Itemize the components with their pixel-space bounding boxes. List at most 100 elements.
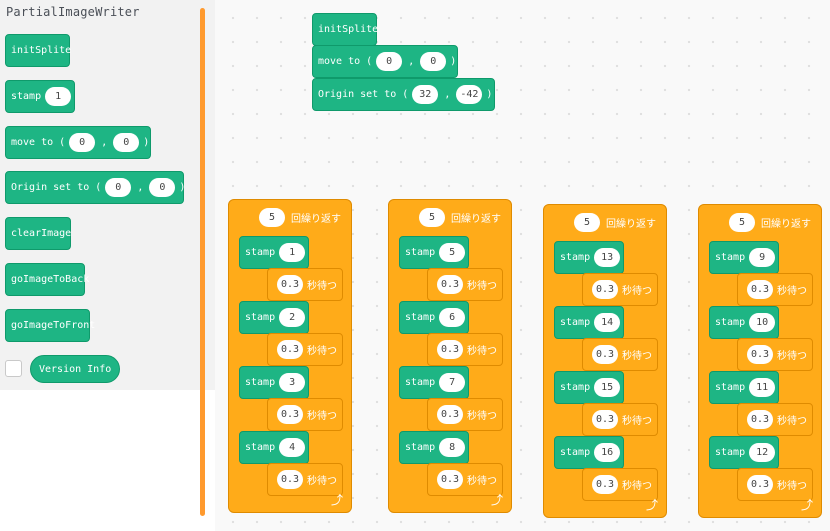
palette-init-block[interactable]: initSplite bbox=[5, 34, 71, 67]
wait-seconds-input[interactable]: 0.3 bbox=[747, 345, 773, 364]
repeat-count-input[interactable]: 5 bbox=[419, 208, 445, 227]
palette-stamp-block[interactable]: stamp 1 bbox=[5, 80, 75, 113]
workspace-init-block[interactable]: initSplite bbox=[312, 13, 378, 46]
repeat-count-input[interactable]: 5 bbox=[259, 208, 285, 227]
stamp-number-input[interactable]: 1 bbox=[45, 87, 72, 106]
wait-seconds-input[interactable]: 0.3 bbox=[437, 275, 463, 294]
stamp-number-input[interactable]: 9 bbox=[749, 248, 776, 267]
wait-block[interactable]: 0.3 秒待つ bbox=[427, 463, 503, 496]
palette-origin-block[interactable]: Origin set to ( 0 , 0 ) bbox=[5, 171, 185, 204]
workspace-origin-block[interactable]: Origin set to ( 32 , -42 ) bbox=[312, 78, 495, 111]
code-workspace[interactable]: initSplite move to ( 0 , 0 ) Origin set … bbox=[215, 0, 830, 531]
block-label: stamp bbox=[560, 382, 591, 393]
move-x-input[interactable]: 0 bbox=[69, 133, 96, 152]
version-info-block[interactable]: Version Info bbox=[30, 355, 121, 383]
repeat-count-input[interactable]: 5 bbox=[574, 213, 600, 232]
origin-x-input[interactable]: 32 bbox=[412, 85, 439, 104]
wait-seconds-input[interactable]: 0.3 bbox=[277, 405, 303, 424]
stamp-number-input[interactable]: 4 bbox=[279, 438, 306, 457]
workspace-move-to-block[interactable]: move to ( 0 , 0 ) bbox=[312, 45, 458, 78]
wait-seconds-input[interactable]: 0.3 bbox=[592, 410, 618, 429]
stamp-number-input[interactable]: 2 bbox=[279, 308, 306, 327]
wait-seconds-input[interactable]: 0.3 bbox=[747, 410, 773, 429]
wait-seconds-input[interactable]: 0.3 bbox=[747, 475, 773, 494]
wait-label: 秒待つ bbox=[777, 481, 807, 492]
stamp-number-input[interactable]: 1 bbox=[279, 243, 306, 262]
wait-seconds-input[interactable]: 0.3 bbox=[437, 470, 463, 489]
move-y-input[interactable]: 0 bbox=[420, 52, 447, 71]
stamp-number-input[interactable]: 15 bbox=[594, 378, 621, 397]
block-label: stamp bbox=[560, 252, 591, 263]
version-checkbox[interactable] bbox=[5, 360, 22, 377]
wait-seconds-input[interactable]: 0.3 bbox=[277, 275, 303, 294]
stamp-number-input[interactable]: 12 bbox=[749, 443, 776, 462]
stamp-number-input[interactable]: 8 bbox=[439, 438, 466, 457]
move-y-input[interactable]: 0 bbox=[113, 133, 140, 152]
stamp-number-input[interactable]: 14 bbox=[594, 313, 621, 332]
wait-seconds-input[interactable]: 0.3 bbox=[437, 405, 463, 424]
stamp-number-input[interactable]: 7 bbox=[439, 373, 466, 392]
wait-label: 秒待つ bbox=[467, 476, 497, 487]
palette-clear-block[interactable]: clearImage bbox=[5, 217, 71, 250]
wait-seconds-input[interactable]: 0.3 bbox=[437, 340, 463, 359]
wait-seconds-input[interactable]: 0.3 bbox=[592, 280, 618, 299]
stamp-number-input[interactable]: 5 bbox=[439, 243, 466, 262]
palette-move-to-block[interactable]: move to ( 0 , 0 ) bbox=[5, 126, 151, 159]
repeat-count-input[interactable]: 5 bbox=[729, 213, 755, 232]
stamp-number-input[interactable]: 6 bbox=[439, 308, 466, 327]
origin-y-input[interactable]: 0 bbox=[149, 178, 176, 197]
palette-back-block[interactable]: goImageToBack bbox=[5, 263, 89, 296]
stamp-number-input[interactable]: 16 bbox=[594, 443, 621, 462]
move-x-input[interactable]: 0 bbox=[376, 52, 403, 71]
stamp-number-input[interactable]: 11 bbox=[749, 378, 776, 397]
wait-seconds-input[interactable]: 0.3 bbox=[592, 345, 618, 364]
wait-seconds-input[interactable]: 0.3 bbox=[592, 475, 618, 494]
origin-x-input[interactable]: 0 bbox=[105, 178, 132, 197]
stamp-number-input[interactable]: 13 bbox=[594, 248, 621, 267]
wait-seconds-input[interactable]: 0.3 bbox=[747, 280, 773, 299]
repeat-label: 回繰り返す bbox=[451, 214, 501, 225]
stamp-number-input[interactable]: 3 bbox=[279, 373, 306, 392]
wait-seconds-input[interactable]: 0.3 bbox=[277, 340, 303, 359]
origin-y-input[interactable]: -42 bbox=[456, 85, 483, 104]
stamp-number-input[interactable]: 10 bbox=[749, 313, 776, 332]
palette-scrollbar[interactable] bbox=[200, 8, 205, 516]
wait-block[interactable]: 0.3 秒待つ bbox=[737, 468, 813, 501]
palette-front-block[interactable]: goImageToFront bbox=[5, 309, 95, 342]
wait-seconds-input[interactable]: 0.3 bbox=[277, 470, 303, 489]
